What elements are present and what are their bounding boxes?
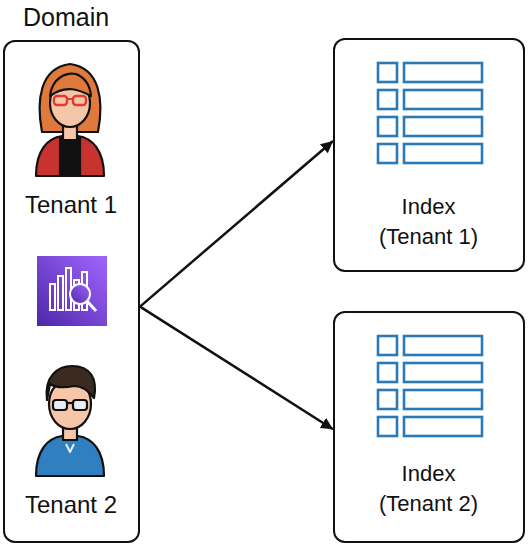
index-box: Index (Tenant 2) (333, 311, 525, 543)
domain-title: Domain (23, 2, 137, 32)
index-label: Index (Tenant 2) (371, 459, 486, 519)
arrow-connector (140, 141, 333, 307)
woman-avatar (36, 64, 104, 176)
tenant-label: Tenant 1 (5, 190, 137, 220)
man-avatar (36, 366, 104, 476)
arrow-connector (140, 307, 333, 430)
domain-box: DomainTenant 1Tenant 2 (3, 40, 140, 543)
tenant-label: Tenant 2 (5, 490, 137, 520)
service-icon (37, 256, 107, 326)
index-label: Index (Tenant 1) (371, 192, 486, 252)
index-icon (378, 336, 482, 436)
index-box: Index (Tenant 1) (333, 38, 525, 272)
index-icon (378, 63, 482, 163)
